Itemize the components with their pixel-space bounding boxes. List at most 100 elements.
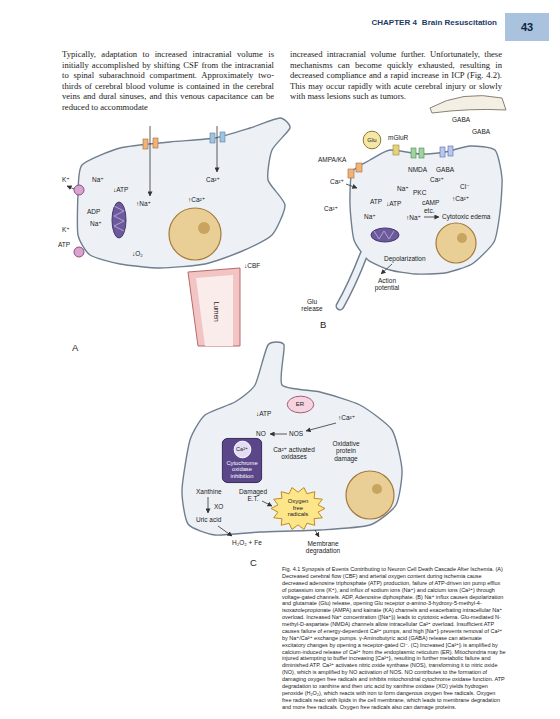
running-head: CHAPTER 4 — [372, 18, 417, 27]
diagram-label: ↓CBF — [244, 262, 260, 269]
page-number: 43 — [521, 21, 533, 34]
diagram-label: Membrane degradation — [300, 540, 346, 555]
vessel-label: Lumen — [212, 302, 219, 322]
effect-arrow — [424, 217, 439, 218]
mitochondrion-cristae — [374, 231, 394, 239]
diagram-label: Ca²⁺ — [330, 178, 344, 185]
diagram-label: GABA — [436, 166, 454, 173]
free-radical-burst-shape — [271, 487, 325, 529]
diagram-label: PKC — [413, 189, 426, 196]
mitochondrion — [371, 228, 399, 242]
nucleus — [169, 208, 221, 260]
diagram-label: etc. — [424, 207, 434, 214]
diagram-label: Na⁺ — [397, 185, 409, 192]
diagram-label: cAMP — [422, 199, 439, 206]
nucleolus — [198, 222, 210, 234]
diagram-label: NOS — [289, 430, 303, 437]
diagram-label: Cytotoxic edema — [442, 213, 490, 220]
diagram-label: ↑Na⁺ — [406, 214, 421, 221]
neuron-outline — [350, 146, 502, 274]
mitochondrion-box: Cytochrome oxidase inhibitionCa²⁺ — [222, 438, 262, 483]
diagram-label: Uric acid — [196, 516, 221, 523]
axon — [340, 254, 364, 306]
mglur-receptor — [393, 145, 399, 155]
diagram-label: Na⁺ — [364, 213, 376, 220]
ampa-receptor — [356, 163, 362, 172]
calcium-circle-shape — [234, 441, 251, 458]
diagram-label: Oxidative protein damage — [326, 440, 366, 462]
diagram-label: Ca²⁺ — [430, 176, 444, 183]
influx-arrow — [150, 126, 151, 196]
presynaptic-terminal — [430, 96, 506, 113]
diagram-label: K⁺ — [62, 226, 70, 233]
panel-letter: A — [72, 343, 78, 354]
er-shape-shape — [287, 396, 313, 413]
nmda-receptor — [419, 148, 424, 158]
diagram-label: NO — [256, 430, 266, 437]
diagram-label: ATP — [370, 198, 382, 205]
body-text: Typically, adaptation to increased intra… — [62, 49, 274, 113]
effect-arrow — [262, 501, 272, 506]
er-shape: ER — [287, 396, 314, 413]
diagram-label: ↓ATP — [386, 200, 401, 207]
ligand-circle-shape — [363, 131, 381, 149]
ligand-circle: Glu — [363, 131, 381, 149]
ion-pump — [74, 247, 84, 257]
diagram-label: Ca²⁺ — [206, 176, 220, 183]
nmda-receptor — [411, 148, 416, 158]
mitochondrion-box-shape — [222, 438, 261, 482]
diagram-label: AMPA/KA — [318, 156, 346, 163]
diagram-label: ADP — [87, 208, 100, 215]
diagram-label: K⁺ — [62, 176, 70, 183]
diagram-label: Glu release — [298, 298, 326, 313]
nucleus — [346, 471, 394, 519]
calcium-channel — [220, 132, 225, 142]
nucleolus — [372, 484, 382, 494]
node-text: Ca²⁺ — [236, 446, 248, 452]
diagram-label: H₂O₂ + Fe — [232, 539, 262, 546]
panel-letter: C — [250, 558, 257, 569]
body-text: increased intracranial volume further. U… — [290, 49, 502, 102]
diagram-label: GABA — [472, 128, 490, 135]
neuron-outline — [182, 342, 402, 535]
mitochondrion-cristae — [114, 206, 124, 231]
neuron-outline — [77, 118, 290, 268]
mitochondrion — [112, 202, 126, 238]
calcium-circle: Ca²⁺ — [234, 441, 251, 458]
diagram-label: ↓ATP — [256, 410, 271, 417]
influx-arrow — [346, 184, 357, 188]
diagram-label: ↓O₂ — [132, 250, 143, 257]
gaba-receptor — [440, 147, 445, 157]
page-number-tab — [505, 13, 549, 41]
nucleolus — [457, 233, 467, 243]
effect-arrow — [270, 434, 287, 435]
diagram-label: Ca²⁺ activated oxidases — [270, 446, 318, 461]
diagram-label: ↑Ca²⁺ — [338, 414, 355, 421]
diagram-label: mGluR — [388, 134, 408, 141]
diagram-label: XO — [214, 503, 223, 510]
gaba-receptor — [448, 146, 453, 156]
panel-letter: B — [320, 320, 326, 331]
diagram-label: ↓ATP — [113, 186, 128, 193]
efflux-arrow — [67, 186, 74, 189]
effect-arrow — [208, 497, 209, 513]
calcium-channel — [210, 133, 215, 143]
vessel-wall — [188, 268, 240, 346]
effect-arrow — [218, 526, 232, 536]
free-radical-burst: Oxygen free radicals — [271, 487, 325, 530]
figure-caption: Fig. 4.1 Synopsis of Events Contributing… — [282, 566, 506, 710]
diagram-label: ↑Na⁺ — [136, 200, 151, 207]
diagram-label: Xanthine — [196, 488, 222, 495]
effect-arrow — [315, 530, 319, 537]
diagram-label: ↑Ca²⁺ — [452, 195, 469, 202]
ampa-receptor — [348, 169, 354, 178]
diagram-label: GABA — [452, 116, 470, 123]
diagram-label: Action potential — [370, 277, 404, 292]
nucleus — [436, 223, 476, 263]
node-text: Oxygen free radicals — [284, 498, 312, 519]
diagram-label: Na⁺ — [90, 220, 102, 227]
diagram-label: ↑Ca²⁺ — [188, 196, 205, 203]
node-text: Glu — [367, 137, 376, 144]
